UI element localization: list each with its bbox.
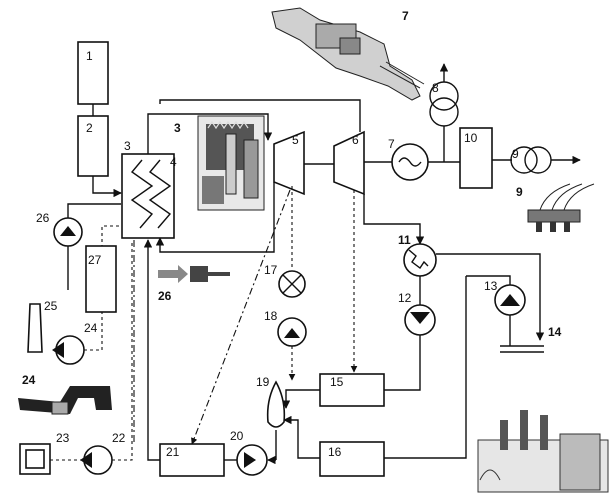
label-4: 4 <box>170 155 177 169</box>
turbine-illustration <box>271 7 425 101</box>
low-pressure-heater <box>319 373 385 407</box>
boiler-block <box>121 153 175 239</box>
step-up-transformer-left <box>510 146 538 174</box>
label-24: 24 <box>84 321 98 335</box>
label-13: 13 <box>484 279 498 293</box>
switchgear-block <box>459 127 493 189</box>
low-pressure-turbine <box>333 130 365 196</box>
deaerator <box>266 380 286 428</box>
label-3b: 3 <box>174 121 181 135</box>
condenser <box>403 243 437 277</box>
label-26: 26 <box>36 211 50 225</box>
label-9: 9 <box>512 147 519 161</box>
label-25: 25 <box>44 299 58 313</box>
label-8: 8 <box>432 81 439 95</box>
label-3: 3 <box>124 139 131 153</box>
fuel-storage-block <box>77 41 109 105</box>
water-treatment-block <box>319 441 385 477</box>
label-9b: 9 <box>516 185 523 199</box>
label-1: 1 <box>86 49 93 63</box>
label-14: 14 <box>548 325 562 339</box>
label-7b: 7 <box>388 137 395 151</box>
high-pressure-turbine <box>273 130 305 196</box>
fan-illustration <box>158 265 230 283</box>
label-2: 2 <box>86 121 93 135</box>
label-10: 10 <box>464 131 478 145</box>
label-21: 21 <box>166 445 180 459</box>
label-16: 16 <box>328 445 342 459</box>
label-24b: 24 <box>22 373 36 387</box>
label-6: 6 <box>352 133 359 147</box>
label-12: 12 <box>398 291 412 305</box>
label-26b: 26 <box>158 289 172 303</box>
label-17: 17 <box>264 263 278 277</box>
plant-illustration <box>477 410 609 493</box>
label-18: 18 <box>264 309 278 323</box>
boiler-illustration <box>197 115 265 211</box>
fuel-preparation-block <box>77 115 109 177</box>
power-line-illustration <box>527 183 595 232</box>
ash-removal-illustration <box>18 386 112 415</box>
label-27: 27 <box>88 253 102 267</box>
step-up-transformer-right <box>524 146 552 174</box>
label-5: 5 <box>292 133 299 147</box>
high-pressure-heater <box>159 443 225 477</box>
label-15: 15 <box>330 375 344 389</box>
auxiliary-transformer-lower <box>429 97 459 127</box>
label-19: 19 <box>256 375 270 389</box>
label-7: 7 <box>402 9 409 23</box>
label-22: 22 <box>112 431 126 445</box>
label-23: 23 <box>56 431 70 445</box>
ash-collector-block <box>85 245 117 313</box>
chimney <box>27 303 43 353</box>
label-20: 20 <box>230 429 244 443</box>
label-11: 11 <box>398 233 411 247</box>
